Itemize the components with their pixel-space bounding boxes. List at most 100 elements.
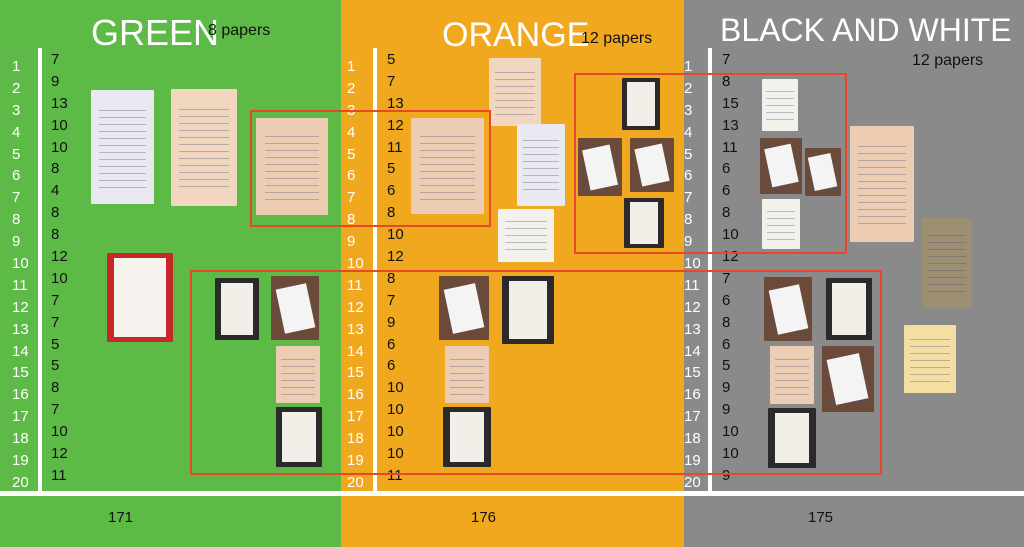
paper-photo	[517, 124, 565, 206]
row-value: 6	[722, 160, 731, 178]
row-id: 15	[12, 364, 29, 382]
row-value: 9	[387, 313, 396, 331]
row-id: 11	[12, 276, 28, 294]
row-id: 16	[12, 386, 29, 404]
paper-photo	[764, 277, 812, 341]
row-id: 4	[347, 123, 356, 141]
row-value: 11	[51, 466, 67, 484]
row-id: 14	[684, 342, 701, 360]
row-value: 9	[51, 72, 60, 90]
row-value: 8	[722, 204, 731, 222]
row-id: 6	[12, 167, 21, 185]
row-value: 6	[387, 182, 396, 200]
paper-photo	[171, 89, 237, 206]
row-value: 8	[51, 160, 60, 178]
row-id: 17	[12, 408, 29, 426]
row-value: 7	[722, 269, 731, 287]
row-id: 14	[12, 342, 29, 360]
row-value: 11	[722, 138, 738, 156]
row-id: 14	[347, 342, 364, 360]
row-value: 10	[722, 445, 739, 463]
row-value: 12	[51, 248, 68, 266]
row-value: 8	[51, 379, 60, 397]
row-id: 4	[12, 123, 21, 141]
row-id: 20	[684, 473, 701, 491]
row-value: 6	[722, 291, 731, 309]
row-id: 6	[347, 167, 356, 185]
row-id: 3	[12, 101, 21, 119]
row-value: 10	[51, 116, 68, 134]
highlight-box	[250, 110, 491, 227]
row-value: 11	[387, 466, 403, 484]
paper-photo	[826, 278, 872, 340]
row-value: 5	[387, 51, 396, 68]
paper-photo	[578, 138, 622, 196]
row-value: 8	[51, 204, 60, 222]
row-value: 10	[51, 138, 68, 156]
orange-total: 176	[471, 509, 497, 526]
paper-photo	[622, 78, 660, 130]
row-id: 5	[12, 145, 21, 163]
paper-photo	[770, 346, 814, 404]
paper-photo	[805, 148, 841, 196]
row-value: 6	[387, 357, 396, 375]
paper-photo	[922, 218, 972, 308]
paper-photo	[904, 325, 956, 393]
row-value: 5	[51, 335, 60, 353]
orange-paper-count: 12 papers	[581, 30, 653, 47]
highlight-box	[574, 73, 847, 254]
row-value: 15	[722, 94, 739, 112]
row-id: 19	[684, 452, 701, 470]
row-value: 7	[51, 313, 60, 331]
row-id: 7	[684, 189, 693, 207]
row-value: 7	[51, 51, 60, 68]
row-value: 8	[722, 313, 731, 331]
row-id: 18	[12, 430, 29, 448]
row-id: 6	[684, 167, 693, 185]
row-id: 2	[684, 79, 693, 97]
row-value: 13	[387, 94, 404, 112]
green-title: GREEN	[91, 12, 220, 53]
row-id: 19	[347, 452, 364, 470]
row-value: 7	[387, 291, 396, 309]
row-value: 5	[387, 160, 396, 178]
paper-photo	[768, 408, 816, 468]
row-value: 10	[722, 226, 739, 244]
row-id: 9	[347, 233, 356, 251]
row-id: 17	[347, 408, 364, 426]
paper-photo	[762, 199, 800, 249]
row-value: 13	[51, 94, 68, 112]
paper-photo	[502, 276, 554, 344]
paper-photo	[107, 253, 173, 342]
row-id: 18	[347, 430, 364, 448]
row-value: 4	[51, 182, 60, 200]
row-value: 10	[387, 423, 404, 441]
row-id: 10	[684, 255, 701, 273]
row-id: 15	[684, 364, 701, 382]
row-value: 6	[722, 182, 731, 200]
row-value: 8	[722, 72, 731, 90]
row-id: 2	[347, 79, 356, 97]
row-id: 1	[12, 58, 21, 75]
row-id: 20	[347, 473, 364, 491]
row-value: 10	[387, 226, 404, 244]
row-value: 11	[387, 138, 403, 156]
paper-photo	[850, 126, 914, 242]
row-id: 16	[347, 386, 364, 404]
paper-photo	[411, 118, 484, 214]
paper-photo	[822, 346, 874, 412]
row-value: 10	[387, 445, 404, 463]
row-value: 5	[51, 357, 60, 375]
row-id: 13	[347, 320, 364, 338]
row-id: 9	[684, 233, 693, 251]
row-id: 13	[12, 320, 29, 338]
row-id: 16	[684, 386, 701, 404]
row-id: 11	[347, 276, 363, 294]
paper-photo	[276, 346, 320, 403]
row-value: 10	[51, 269, 68, 287]
bw-paper-count: 12 papers	[912, 52, 984, 69]
row-id: 20	[12, 473, 29, 491]
